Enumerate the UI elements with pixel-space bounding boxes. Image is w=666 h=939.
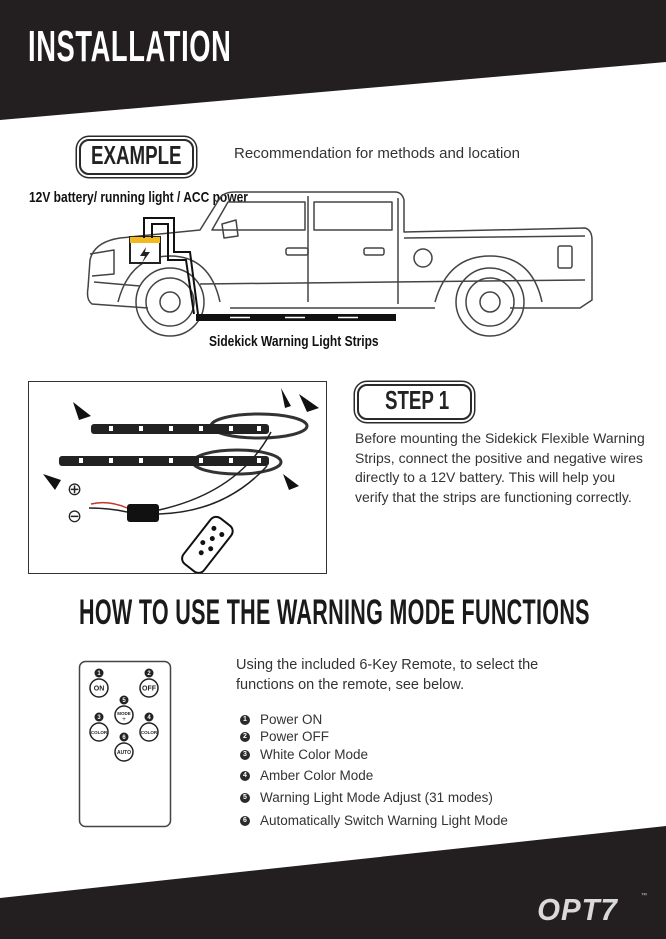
function-label: Power OFF	[260, 729, 330, 744]
step1-illustration	[43, 388, 319, 573]
trademark-symbol: ™	[641, 893, 647, 899]
negative-terminal-icon: ⊖	[67, 506, 83, 526]
example-description: Recommendation for methods and location	[234, 145, 520, 162]
remote-key-number: 4	[147, 715, 151, 721]
function-number: 5	[240, 792, 250, 803]
brand-logo: OPT7	[537, 892, 618, 927]
function-number: 4	[240, 770, 250, 781]
power-source-label: 12V battery/ running light / ACC power	[29, 189, 248, 206]
example-badge	[79, 139, 194, 175]
page-title: INSTALLATION	[28, 22, 232, 71]
warning-strip-label: Sidekick Warning Light Strips	[209, 333, 379, 350]
function-number: 1	[240, 714, 250, 725]
footer-band	[0, 826, 666, 939]
remote-key-auto: AUTO	[117, 750, 131, 756]
remote-key-number: 3	[97, 715, 101, 721]
header-band	[0, 0, 666, 120]
function-label: White Color Mode	[260, 747, 369, 762]
function-item: 6 Automatically Switch Warning Light Mode	[240, 813, 508, 828]
function-item: 5 Warning Light Mode Adjust (31 modes)	[240, 790, 493, 805]
function-number: 6	[240, 815, 250, 826]
step1-badge-label: STEP 1	[385, 385, 450, 415]
remote-key-color-amber: COLOR	[141, 730, 158, 735]
function-label: Power ON	[260, 712, 323, 727]
step1-badge	[357, 384, 472, 420]
remote-key-number: 5	[122, 698, 126, 704]
remote-key-mode: MODE	[117, 711, 131, 716]
remote-key-number: 1	[97, 671, 101, 677]
remote-diagram: 1 2 3 4 5 6 ON OFF COLOR COLOR MODE AUTO…	[78, 660, 172, 828]
svg-text:+: +	[122, 717, 126, 723]
function-label: Warning Light Mode Adjust (31 modes)	[260, 790, 493, 805]
function-number: 3	[240, 749, 250, 760]
step1-instructions: Before mounting the Sidekick Flexible Wa…	[355, 430, 645, 505]
function-label: Amber Color Mode	[260, 768, 374, 783]
truck-illustration	[86, 191, 593, 337]
remote-key-on: ON	[94, 686, 105, 693]
battery-icon	[129, 236, 161, 264]
remote-key-number: 2	[147, 671, 151, 677]
function-item: 1 Power ON	[240, 712, 322, 727]
function-item: 3 White Color Mode	[240, 747, 368, 762]
positive-terminal-icon: ⊕	[67, 479, 83, 499]
remote-icon	[181, 515, 234, 573]
step1-illustration-frame	[28, 381, 327, 574]
remote-key-color-white: COLOR	[91, 730, 108, 735]
function-label: Automatically Switch Warning Light Mode	[260, 813, 508, 828]
remote-description: Using the included 6-Key Remote, to sele…	[236, 657, 539, 693]
remote-key-number: 6	[122, 735, 126, 741]
function-item: 4 Amber Color Mode	[240, 768, 373, 783]
remote-key-off: OFF	[142, 686, 157, 693]
function-number: 2	[240, 731, 250, 742]
function-item: 2 Power OFF	[240, 729, 329, 744]
section-title: HOW TO USE THE WARNING MODE FUNCTIONS	[79, 593, 590, 632]
example-badge-label: EXAMPLE	[91, 140, 182, 170]
